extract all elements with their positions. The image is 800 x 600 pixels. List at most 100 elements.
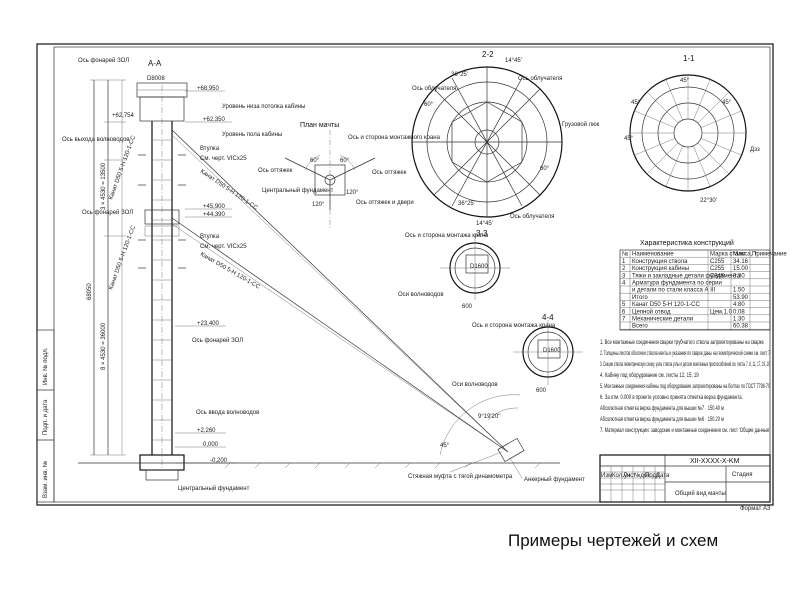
spec-cell: С255 [710, 259, 725, 265]
section-11-spoke [693, 79, 711, 121]
label-d8008: D8008 [147, 76, 165, 82]
label-guy-axis1: Ось оттяжек [258, 168, 293, 174]
spec-cell: 6 [622, 309, 626, 315]
section-11-spoke [665, 79, 683, 121]
label-cable-level: Уровень низа потолка кабины [222, 104, 305, 110]
side-stamp: Инв. № подл. Подп. и дата Взам. инв. № [36, 329, 55, 503]
label-sleeve2: Втулка [200, 234, 220, 240]
spec-cell: 3.30 [733, 273, 745, 279]
elev-2260: +2,260 [197, 428, 216, 434]
label-sleeve1: Втулка [200, 146, 220, 152]
section-11-spoke [665, 145, 683, 187]
note-line: 5. Монтажные соединения кабины под обору… [600, 384, 770, 390]
spec-cell: Конструкция ствола [632, 259, 688, 265]
angle-45-anchor: 45° [440, 443, 450, 449]
section-11-spoke [646, 91, 679, 124]
angle-919: 9°19'20" [478, 414, 500, 420]
label-cable-right2: Канат D50 5-Н 120-1-СС [199, 252, 261, 291]
angle-3625-top: 36°25' [451, 72, 468, 78]
dim600-44: 600 [536, 388, 547, 394]
note-line: Абсолютная отметка верха фундамента для … [600, 405, 724, 412]
elev-0000: 0,000 [203, 442, 219, 448]
spec-header-cell: Примечание [752, 252, 787, 258]
spec-cell: Механические детали [632, 317, 693, 323]
format-label: Формат А3 [740, 506, 771, 512]
elev-45900: +45,900 [203, 204, 226, 210]
label-lights-low: Ось фонарей ЗОЛ [192, 337, 243, 344]
spec-cell: 4 [622, 281, 626, 287]
label-mount-side: Ось и сторона монтажного крана [348, 135, 441, 141]
title-block: XII-XXXX-X-KM Общий вид мачты Стадия Фор… [599, 454, 771, 512]
label-lights-top: Ось фонарей ЗОЛ [78, 57, 129, 64]
mast-elevation [136, 82, 188, 481]
spec-cell: Всего [632, 324, 648, 330]
plan-angle-60b: 60° [340, 158, 350, 164]
angle-45-11b: 45° [631, 100, 641, 106]
note-line: 4. Кабину под оборудование см. листы 12,… [600, 373, 699, 379]
section-3-3: 3-3 D1600 600 Ось и сторона монтажа кран… [398, 229, 510, 310]
angle-45-11d: 45° [722, 100, 732, 106]
spec-cell: 5 [622, 302, 626, 308]
label-lights-mid: Ось фонарей ЗОЛ [82, 209, 133, 216]
sheet-frame [36, 43, 774, 506]
spec-table-title: Характеристика конструкций [640, 239, 734, 247]
angle-60-22b: 60° [540, 166, 550, 172]
label-cargo-hatch: Грузовой люк [562, 121, 600, 128]
spec-cell: 34.16 [733, 259, 749, 265]
spec-cell: и детали по стали класса А III [632, 288, 716, 294]
spec-cell: С345 [710, 273, 725, 279]
spec-cell: 4.80 [733, 302, 745, 308]
label-waveguide-axes2: Оси волноводов [452, 382, 498, 388]
tb-col-3: Лист [623, 473, 636, 479]
spec-cell: 0.08 [733, 309, 745, 315]
section-11-spoke [646, 142, 679, 175]
spec-cell: 1.50 [733, 288, 745, 294]
spec-cell: Конструкция кабины [632, 266, 689, 272]
drawing-code: XII-XXXX-X-KM [690, 458, 740, 465]
spec-cell: 7 [622, 317, 626, 323]
tb-col-1: Изм [601, 473, 612, 479]
anchor-foundation: 45° 9°19'20" Стяжная муфта с тягой динам… [408, 394, 585, 483]
label-dzz: Дзз [750, 147, 760, 153]
note-line: 2. Толщины листов оболочки ствола мачты … [600, 350, 770, 357]
angle-1445-bottom: 14°45' [476, 221, 493, 227]
tb-col-5: Подп [645, 473, 659, 479]
spec-cell: Итого [632, 295, 648, 301]
spec-cell: 15.00 [733, 266, 749, 272]
plan-angle-120: 120° [312, 202, 325, 208]
label-guy-axis-doors: Ось оттяжек и двери [356, 200, 414, 206]
spec-header-cell: Масса, т [733, 252, 757, 258]
spec-cell: Цепной отвод [632, 308, 671, 315]
section-44-title: 4-4 [542, 313, 554, 322]
stage-label: Стадия [732, 472, 752, 478]
label-irradiator-axis1: Ось облучателя [518, 76, 562, 82]
label-mount-crane-33: Ось и сторона монтажа крана [405, 233, 489, 239]
elev-44390: +44,390 [203, 212, 226, 218]
elev-68950: +68,950 [197, 86, 220, 92]
spec-cell: 1.30 [733, 317, 745, 323]
side-stamp-1: Инв. № подл. [42, 347, 49, 385]
label-anchor-foundation: Анкерный фундамент [524, 476, 585, 483]
dim-lower: 8 × 4530 = 36000 [101, 322, 107, 370]
section-1-1: 1-1 45° 45° 45° 45° 22°30' Дзз [624, 54, 760, 204]
note-line: 1. Все монтажные соединения сварки трубч… [600, 340, 764, 346]
label-cabin-floor: Уровень пола кабины [222, 132, 282, 138]
ground-hatch [224, 462, 541, 469]
side-stamp-3: Взам. инв. № [42, 461, 49, 498]
dim-upper: 3 × 4530 = 13500 [101, 162, 107, 210]
elev-62754: +62,754 [112, 113, 135, 119]
section-11-spoke [700, 138, 742, 156]
label-sleeve2-ref: См. черт. VICx25 [200, 244, 247, 250]
section-11-spoke [693, 145, 711, 187]
section-11-spoke [634, 110, 676, 128]
elev-minus200: -0,200 [210, 458, 228, 464]
notes: 1. Все монтажные соединения сварки трубч… [600, 340, 770, 434]
section-11-spoke [700, 110, 742, 128]
tb-col-6: Дата [656, 473, 670, 479]
angle-2230: 22°30' [700, 198, 717, 204]
d1600-44: D1600 [543, 348, 561, 354]
label-mount-crane-44: Ось и сторона монтажа крана [472, 323, 556, 329]
